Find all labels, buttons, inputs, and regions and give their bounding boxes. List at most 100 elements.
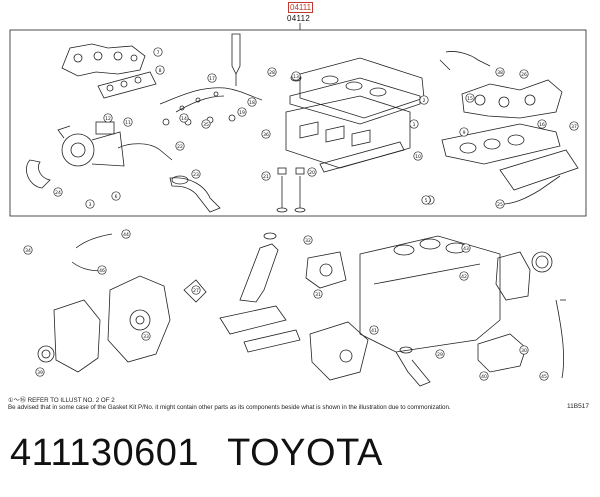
exhaust-manifold-gasket: [97, 71, 157, 99]
callout-31: 31: [313, 289, 323, 299]
brand-name: TOYOTA: [227, 432, 383, 474]
rear-oil-seal-retainer: [495, 251, 531, 301]
callout-label: 40: [481, 374, 487, 380]
callout-35: 35: [201, 119, 211, 129]
exhaust-manifold: [61, 43, 146, 77]
callout-17: 17: [207, 73, 217, 83]
callout-label: 38: [497, 70, 503, 76]
turbocharger: [57, 121, 125, 167]
callout-label: 12: [105, 116, 111, 122]
oil-seal: [37, 345, 55, 363]
callout-label: 32: [305, 238, 311, 244]
callout-label: 5: [425, 198, 428, 204]
callout-label: 11: [125, 120, 131, 126]
callout-label: 20: [309, 170, 315, 176]
callout-3: 3: [85, 199, 95, 209]
cylinder-head: [285, 95, 411, 169]
callout-label: 18: [249, 100, 255, 106]
oil-delivery-pipe: [71, 233, 113, 272]
callout-34: 34: [23, 245, 33, 255]
callout-43: 43: [461, 243, 471, 253]
callout-label: 22: [177, 144, 183, 150]
callout-29: 29: [435, 349, 445, 359]
callout-label: 19: [239, 110, 245, 116]
callout-label: 30: [521, 348, 527, 354]
callout-label: 29: [437, 352, 443, 358]
callout-label: 42: [461, 274, 467, 280]
group-code: 04112: [287, 14, 311, 23]
callout-23: 23: [191, 169, 201, 179]
callout-21: 21: [261, 171, 271, 181]
head-cover-gasket: [289, 77, 421, 125]
callout-5: 5: [421, 195, 431, 205]
turbo-oil-pipe: [117, 143, 173, 161]
oil-filter-bracket: [477, 333, 527, 373]
callout-13: 13: [291, 71, 301, 81]
callout-45: 45: [539, 371, 549, 381]
callout-8: 8: [155, 65, 165, 75]
water-pump: [305, 251, 347, 289]
callout-label: 17: [209, 76, 215, 82]
callout-30: 30: [519, 345, 529, 355]
part-number: 411130601: [10, 432, 200, 474]
oil-strainer: [395, 346, 431, 387]
callout-14: 14: [179, 113, 189, 123]
callout-10: 10: [413, 151, 423, 161]
callout-19: 19: [237, 107, 247, 117]
callout-label: 34: [25, 248, 31, 254]
callout-label: 41: [371, 328, 377, 334]
callout-38: 38: [495, 67, 505, 77]
callout-32: 32: [303, 235, 313, 245]
callout-41: 41: [369, 325, 379, 335]
oil-pan-gasket: [219, 305, 301, 353]
injection-pipes: [159, 87, 263, 113]
callout-15: 15: [465, 93, 475, 103]
dipstick-guide: [555, 299, 566, 379]
callout-28: 28: [267, 67, 277, 77]
callout-label: 43: [463, 246, 469, 252]
callout-6: 6: [111, 191, 121, 201]
intake-elbow: [26, 159, 51, 189]
injector-washers: [162, 114, 236, 126]
callout-44: 44: [121, 229, 131, 239]
callout-label: 1: [413, 122, 416, 128]
callout-label: 16: [539, 122, 545, 128]
callout-25: 25: [495, 199, 505, 209]
fuel-injector: [231, 33, 241, 86]
callout-label: 7: [157, 50, 160, 56]
callout-26: 26: [519, 69, 529, 79]
valves: [276, 167, 306, 213]
intake-manifold: [461, 79, 563, 119]
callout-label: 26: [521, 72, 527, 78]
front-plate: [53, 299, 101, 373]
callout-40: 40: [479, 371, 489, 381]
callout-16: 16: [537, 119, 547, 129]
callout-39: 39: [35, 367, 45, 377]
callout-label: 15: [467, 96, 473, 102]
callout-46: 46: [97, 265, 107, 275]
callout-label: 14: [181, 116, 187, 122]
callout-22: 22: [175, 141, 185, 151]
callout-label: 3: [89, 202, 92, 208]
callout-label: 36: [263, 132, 269, 138]
callout-label: 9: [463, 130, 466, 136]
figure-number: 11B517: [567, 403, 589, 410]
intake-pipe: [439, 51, 491, 71]
cylinder-block: [359, 235, 501, 353]
callout-9: 9: [459, 127, 469, 137]
callout-42: 42: [459, 271, 469, 281]
oil-pump: [309, 321, 369, 381]
advisory-note: Be advised that in some case of the Gask…: [8, 404, 451, 411]
callout-label: 6: [115, 194, 118, 200]
callout-label: 10: [415, 154, 421, 160]
callout-label: 13: [293, 74, 299, 80]
callout-label: 2: [423, 98, 426, 104]
timing-cover: [107, 275, 171, 363]
part-caption: 411130601 TOYOTA: [10, 432, 383, 475]
callout-27: 27: [191, 285, 201, 295]
callout-12: 12: [103, 113, 113, 123]
callout-markers: 1234567891011121314151617181920212223242…: [23, 47, 579, 381]
vacuum-pump-gasket: [183, 279, 207, 303]
callout-label: 46: [99, 268, 105, 274]
